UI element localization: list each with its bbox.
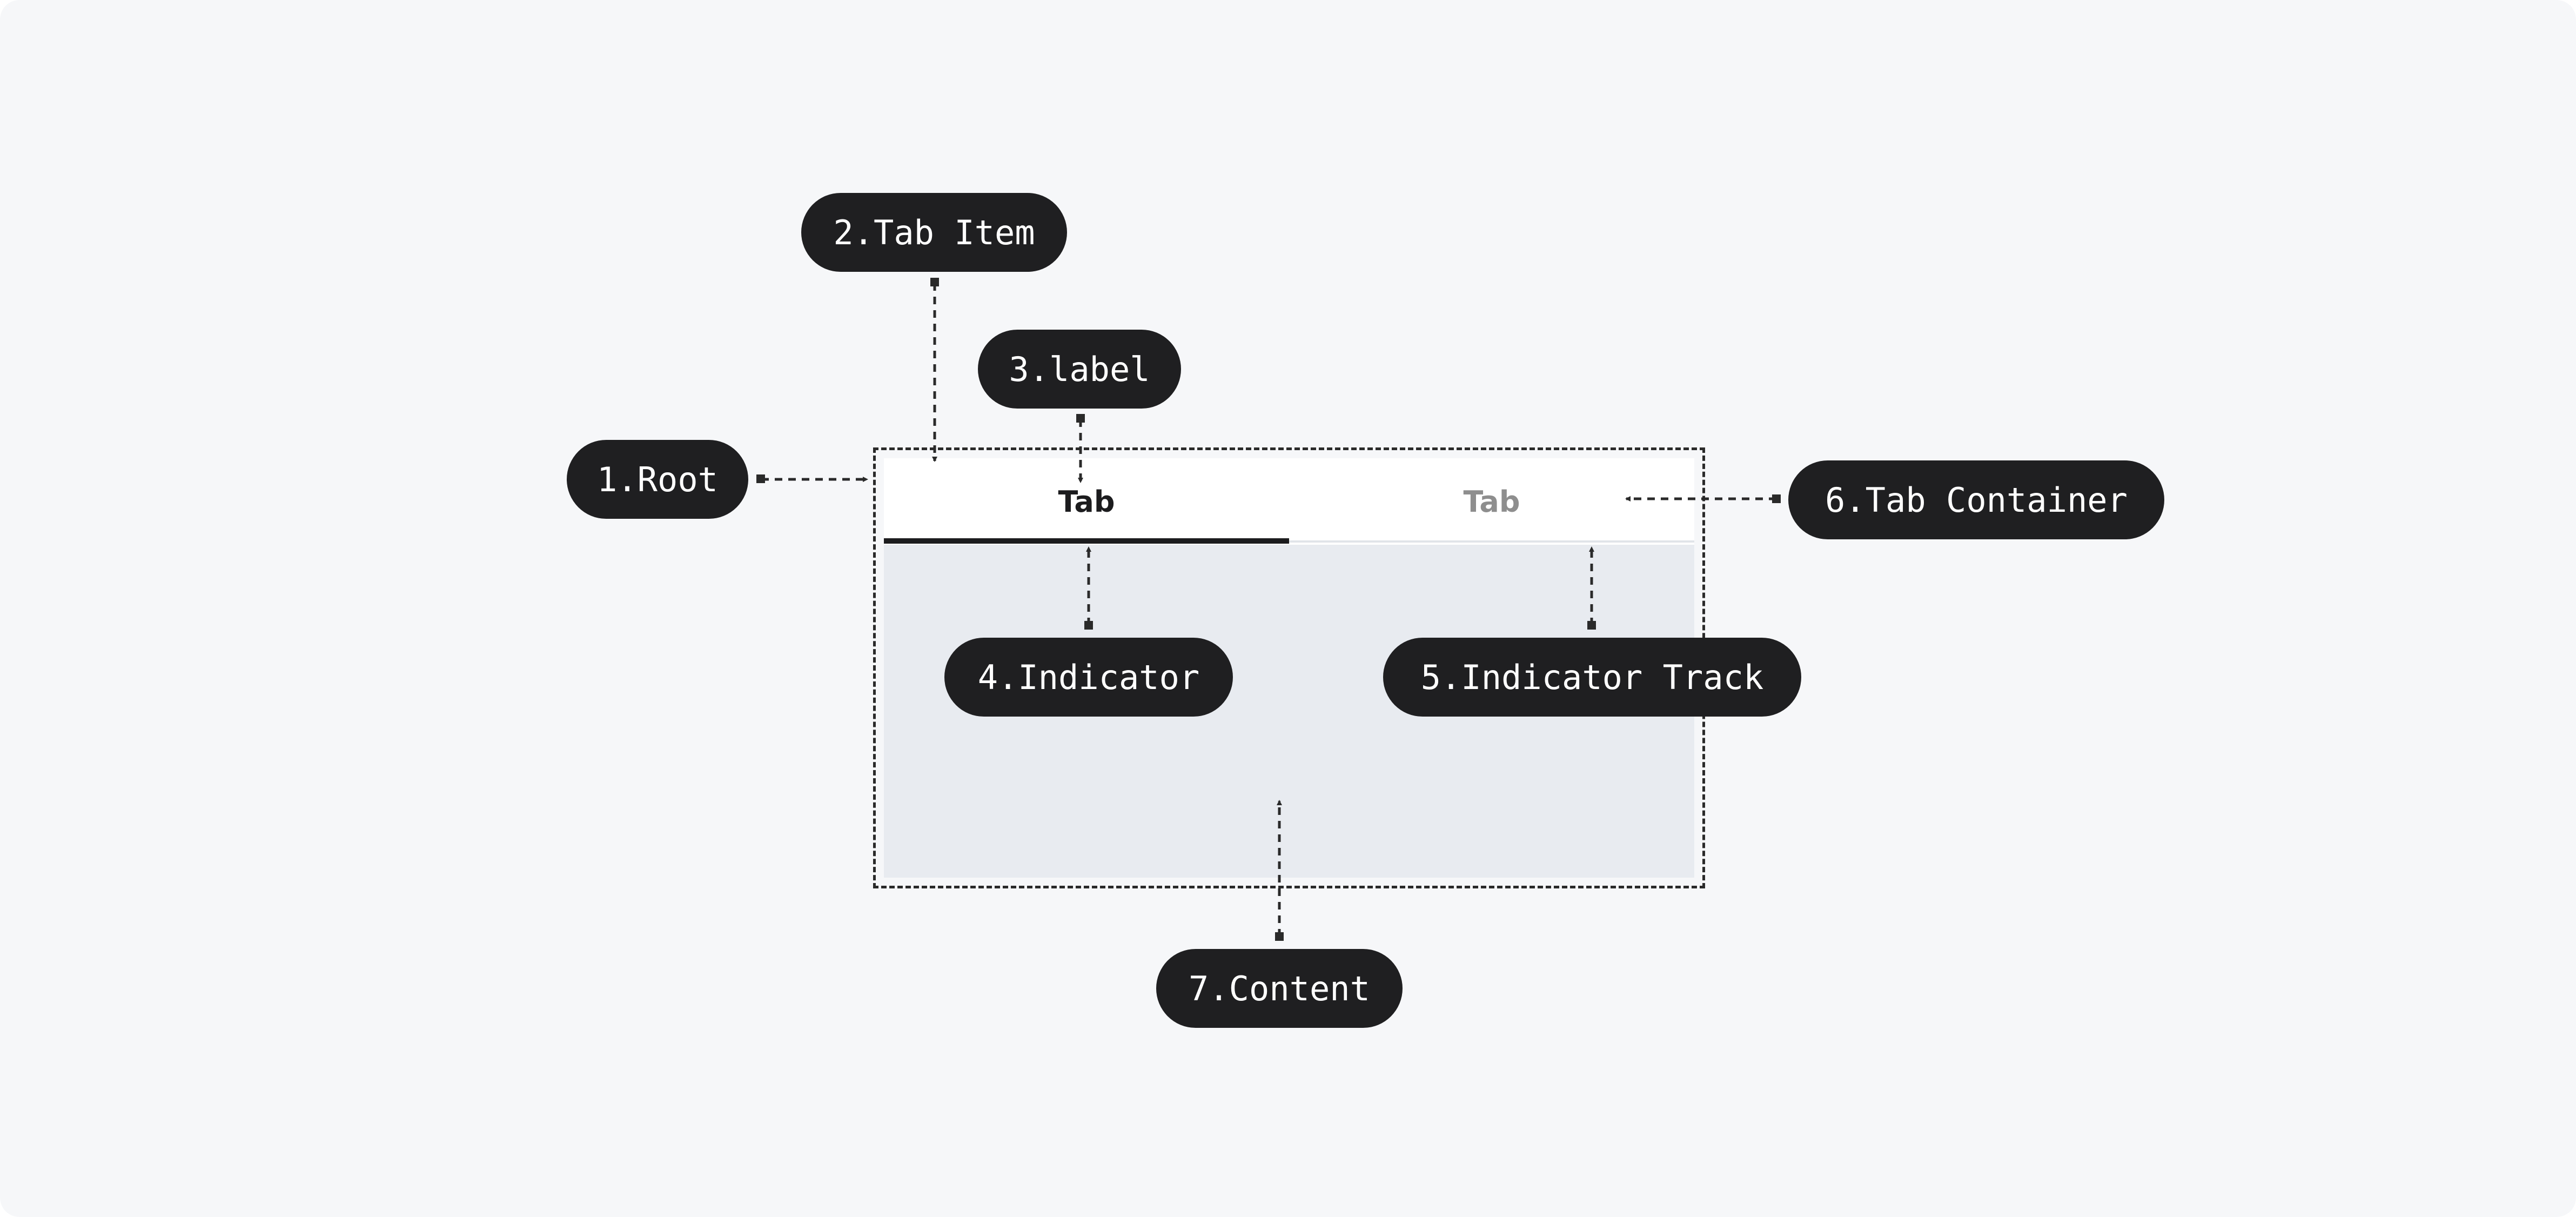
callout-indicator: 4.Indicator	[944, 638, 1233, 717]
callout-indicator-track-text: 5.Indicator Track	[1420, 657, 1764, 697]
callout-label-text: 3.label	[1009, 349, 1150, 389]
callout-tab-container: 6.Tab Container	[1788, 460, 2164, 539]
callout-indicator-track: 5.Indicator Track	[1383, 638, 1801, 717]
tab-container: Tab Tab	[884, 458, 1694, 545]
callout-label: 3.label	[978, 330, 1181, 409]
callout-root: 1.Root	[567, 440, 748, 519]
tab-item-active[interactable]: Tab	[884, 458, 1289, 545]
callout-content-text: 7.Content	[1189, 968, 1370, 1008]
indicator-track	[884, 540, 1694, 543]
callout-tab-item-text: 2.Tab Item	[833, 212, 1035, 252]
callout-indicator-text: 4.Indicator	[977, 657, 1200, 697]
tab-label: Tab	[1463, 484, 1520, 519]
callout-root-text: 1.Root	[597, 459, 718, 499]
callout-tab-container-text: 6.Tab Container	[1825, 480, 2128, 520]
tab-label: Tab	[1058, 484, 1115, 519]
callout-content: 7.Content	[1156, 949, 1403, 1028]
indicator	[884, 538, 1289, 544]
callout-tab-item: 2.Tab Item	[801, 193, 1067, 272]
tab-item-inactive[interactable]: Tab	[1289, 458, 1694, 545]
